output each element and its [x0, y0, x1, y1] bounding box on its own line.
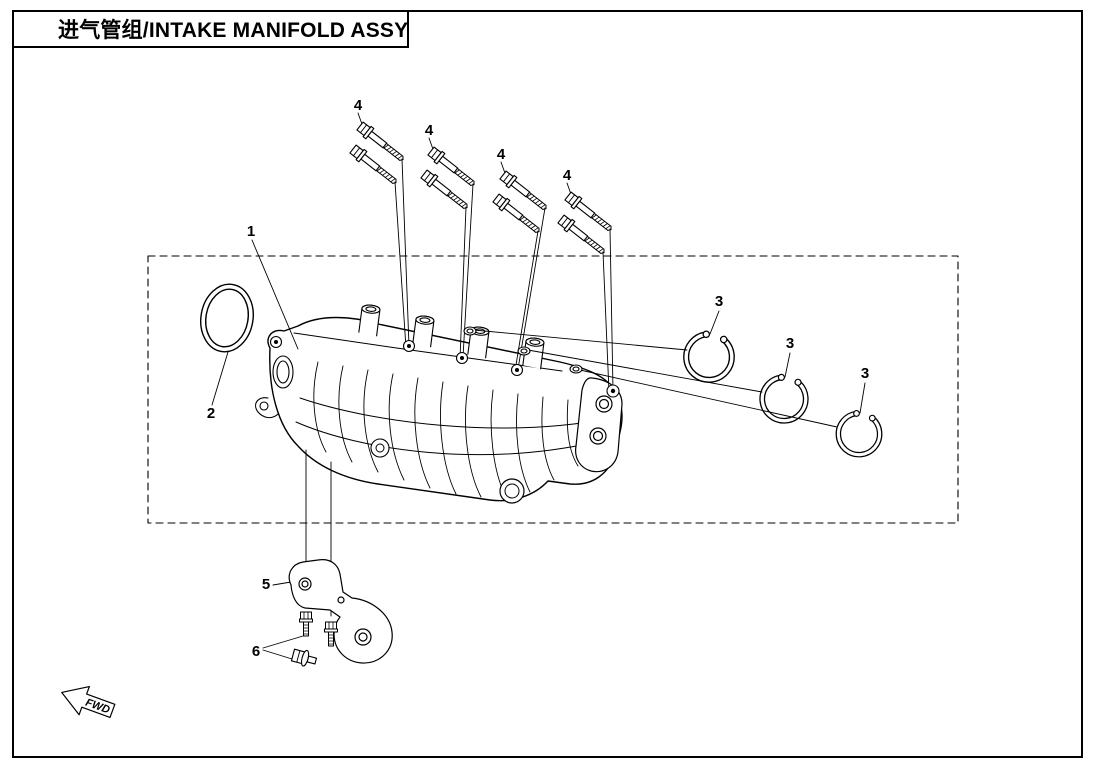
left-flange	[255, 335, 294, 419]
callout-1: 1	[247, 223, 255, 240]
fwd-arrow: FWD	[61, 685, 116, 719]
page-border-frame	[12, 10, 1083, 758]
callout-numbers: 1 2 3 3 3 4 4 4 4 5 6	[207, 97, 869, 660]
snap-ring-3	[826, 400, 893, 467]
callout-4c: 4	[497, 146, 506, 163]
intake-manifold-body	[255, 304, 623, 504]
title-box: 进气管组/INTAKE MANIFOLD ASSY	[12, 10, 409, 48]
callout-6: 6	[252, 643, 260, 660]
leader-lines	[211, 112, 866, 660]
callout-3c: 3	[861, 365, 869, 382]
bracket-bolt-1	[299, 611, 313, 637]
callout-3a: 3	[715, 293, 723, 310]
right-flange	[575, 377, 623, 473]
plenum-ribs	[313, 361, 579, 498]
support-bracket	[288, 559, 393, 664]
snap-ring-1	[672, 320, 746, 394]
callout-2: 2	[207, 405, 215, 422]
manifold-outline	[267, 316, 623, 502]
page-title: 进气管组/INTAKE MANIFOLD ASSY	[58, 19, 409, 42]
fwd-arrow-icon	[61, 685, 116, 719]
runner-stubs	[358, 304, 545, 370]
callout-4a: 4	[354, 97, 363, 114]
o-ring-seal	[200, 283, 254, 353]
callout-3b: 3	[786, 335, 794, 352]
flange-bolt	[290, 648, 318, 667]
callout-5: 5	[262, 576, 270, 593]
mounting-bolts	[348, 120, 616, 259]
snap-ring-2	[749, 363, 819, 434]
bracket-bolts	[290, 611, 338, 667]
callout-4b: 4	[425, 122, 434, 139]
deck-bosses	[402, 326, 620, 398]
assembly-boundary-dashed-box	[147, 255, 959, 524]
callout-4d: 4	[563, 167, 572, 184]
